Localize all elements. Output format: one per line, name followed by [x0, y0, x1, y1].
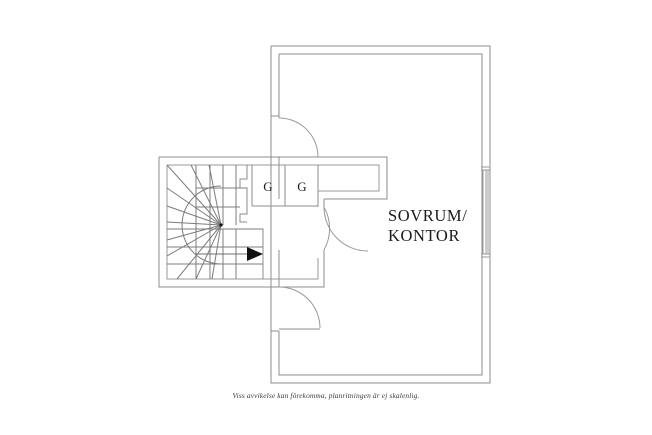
door-bottom [271, 286, 321, 332]
closet-partitions [251, 165, 319, 207]
room-label-line-1: SOVRUM/ [388, 206, 467, 225]
door-middle [323, 199, 369, 258]
room-label-bedroom-office: SOVRUM/ KONTOR [388, 206, 467, 245]
closet-labels: G G [263, 179, 306, 194]
stair-winder-arc [181, 185, 222, 265]
stair-center-point [219, 223, 223, 227]
closet-label-left: G [263, 179, 272, 194]
main-room-outer-wall [270, 45, 491, 384]
room-label-line-2: KONTOR [388, 226, 460, 245]
main-room-inner-wall [278, 53, 483, 376]
window-right-wall [481, 166, 490, 258]
closet-label-right: G [297, 179, 306, 194]
door-top [271, 115, 319, 158]
stair-direction-arrow [196, 247, 263, 261]
left-wing-inner-wall [166, 164, 380, 280]
stair-treads-upper [195, 165, 247, 225]
left-wing-outer-wall [158, 116, 388, 331]
stair-winder-treads [166, 164, 222, 280]
plan-disclaimer-caption: Viss avvikelse kan förekomma, planritnin… [232, 391, 420, 400]
